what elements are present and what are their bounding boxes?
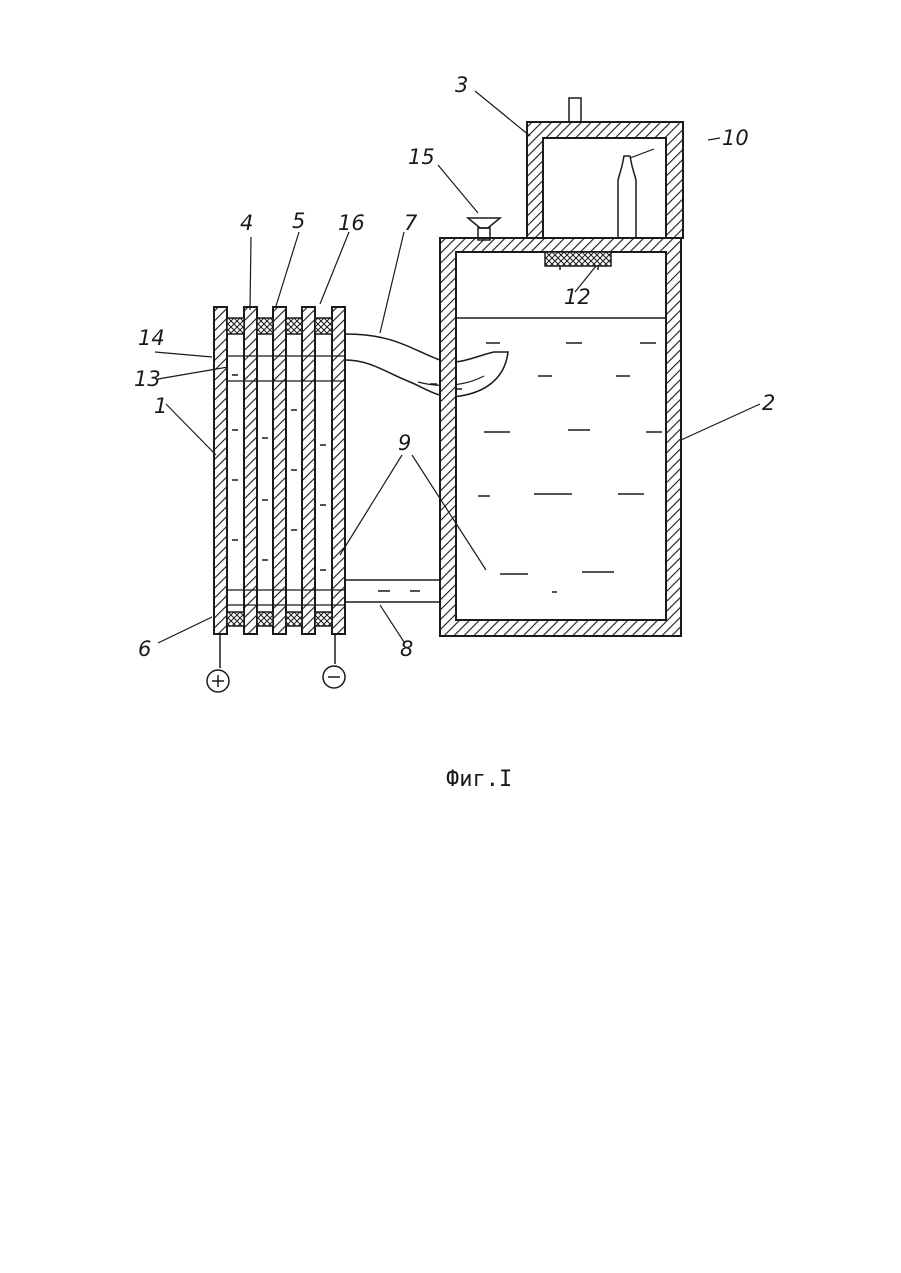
label-13: 13 bbox=[134, 367, 161, 391]
figure-caption: Фиг.I bbox=[446, 767, 512, 792]
label-1: 1 bbox=[154, 394, 167, 418]
top-seal bbox=[286, 318, 302, 334]
outlet-tube bbox=[569, 98, 581, 122]
electrolyzer-stack bbox=[207, 307, 345, 692]
label-8: 8 bbox=[400, 637, 413, 661]
label-14: 14 bbox=[138, 326, 165, 350]
bottom-seal bbox=[286, 612, 302, 626]
bottom-seal bbox=[257, 612, 273, 626]
label-7: 7 bbox=[404, 211, 418, 235]
top-seal bbox=[227, 318, 244, 334]
label-2: 2 bbox=[762, 391, 775, 415]
tank bbox=[440, 218, 681, 636]
electrode-plate bbox=[214, 307, 227, 634]
top-seal bbox=[257, 318, 273, 334]
label-10: 10 bbox=[722, 126, 749, 150]
upper-chamber bbox=[527, 98, 683, 238]
label-12: 12 bbox=[564, 285, 591, 309]
label-3: 3 bbox=[455, 73, 468, 97]
tank-wall bbox=[440, 238, 681, 636]
tank-liquid-marks bbox=[478, 343, 662, 592]
label-5: 5 bbox=[292, 209, 305, 233]
label-9: 9 bbox=[398, 431, 411, 455]
label-16: 16 bbox=[338, 211, 365, 235]
label-15: 15 bbox=[408, 145, 435, 169]
bottom-seal bbox=[227, 612, 244, 626]
label-4: 4 bbox=[240, 211, 253, 235]
burner-icon bbox=[618, 156, 636, 238]
upper-pipe bbox=[345, 334, 508, 397]
lower-pipe bbox=[345, 580, 448, 602]
label-6: 6 bbox=[138, 637, 151, 661]
chamber-wall bbox=[527, 122, 683, 238]
filler-funnel-icon bbox=[468, 218, 500, 240]
top-seal bbox=[315, 318, 332, 334]
bottom-seal bbox=[315, 612, 332, 626]
valve-12 bbox=[545, 252, 611, 270]
